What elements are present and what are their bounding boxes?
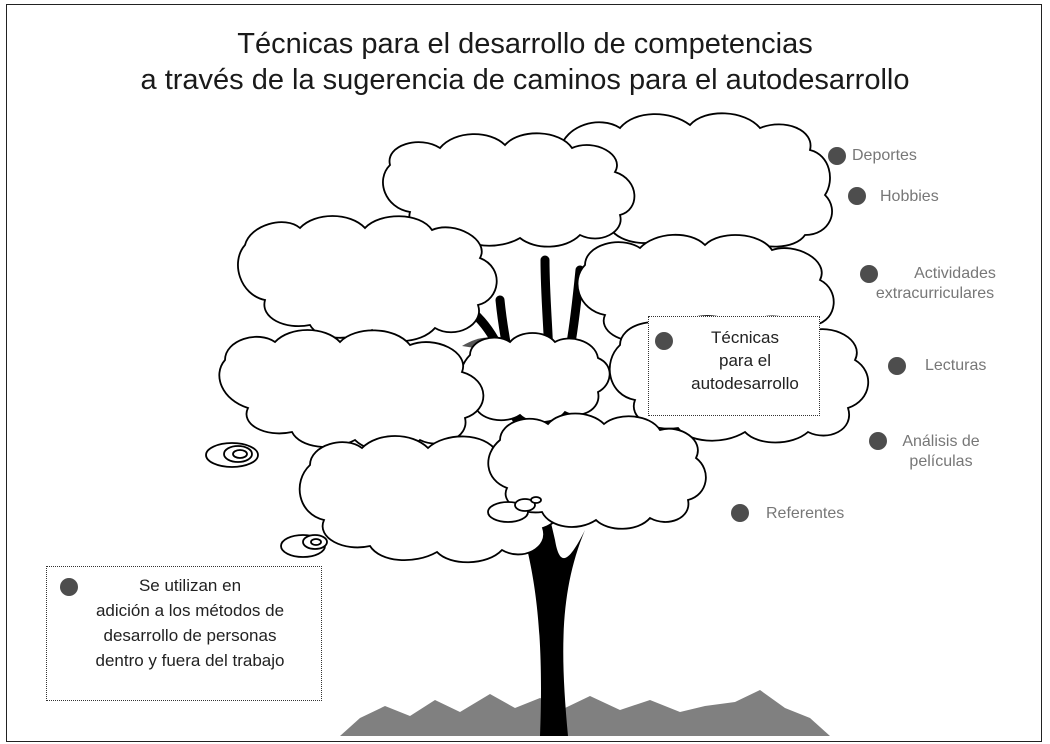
- item-bullet-actividades: [860, 265, 878, 283]
- item-bullet-lecturas: [888, 357, 906, 375]
- item-bullet-referentes: [731, 504, 749, 522]
- note-box-line-1: Se utilizan en: [138, 576, 242, 595]
- item-label-analisis: Análisis de películas: [886, 432, 996, 472]
- diagram-frame: [6, 4, 1042, 742]
- center-box: [648, 316, 820, 416]
- ground-mountains: [340, 690, 830, 736]
- title-line-2: a través de la sugerencia de caminos par…: [140, 64, 910, 96]
- cloud-mid-left: [237, 215, 498, 342]
- item-label-analisis-line-1: Análisis de: [902, 433, 980, 450]
- center-box-text: Técnicas para el autodesarrollo: [675, 326, 815, 395]
- item-bullet-analisis: [869, 432, 887, 450]
- item-label-deportes: Deportes: [852, 147, 917, 164]
- item-label-actividades-line-1: Actividades: [914, 265, 996, 282]
- center-box-line-3: autodesarrollo: [691, 374, 799, 393]
- note-box-line-4: dentro y fuera del trabajo: [95, 651, 285, 670]
- center-box-line-1: Técnicas: [710, 328, 780, 347]
- item-label-referentes: Referentes: [766, 505, 845, 522]
- note-box-line-2: adición a los métodos de: [95, 601, 285, 620]
- item-bullet-hobbies: [848, 187, 866, 205]
- cloud-center: [458, 332, 611, 424]
- note-box-text: Se utilizan en adición a los métodos de …: [55, 573, 325, 673]
- item-label-hobbies: Hobbies: [880, 188, 939, 205]
- ring-decorations: [205, 442, 542, 558]
- item-label-lecturas: Lecturas: [925, 357, 987, 374]
- note-box-bullet: [60, 578, 78, 596]
- item-label-analisis-line-2: películas: [909, 453, 973, 470]
- tree-trunk: [520, 510, 585, 736]
- foliage-clouds: [218, 112, 870, 564]
- note-box: [46, 566, 322, 701]
- center-box-bullet: [655, 332, 673, 350]
- center-box-line-2: para el: [719, 351, 771, 370]
- diagram-title: Técnicas para el desarrollo de competenc…: [60, 26, 990, 98]
- item-label-actividades: Actividades extracurriculares: [840, 264, 1030, 304]
- cloud-left-lower: [218, 329, 485, 453]
- title-line-1: Técnicas para el desarrollo de competenc…: [237, 28, 813, 60]
- note-box-line-3: desarrollo de personas: [103, 626, 277, 645]
- item-label-actividades-line-2: extracurriculares: [875, 285, 995, 302]
- item-bullet-deportes: [828, 147, 846, 165]
